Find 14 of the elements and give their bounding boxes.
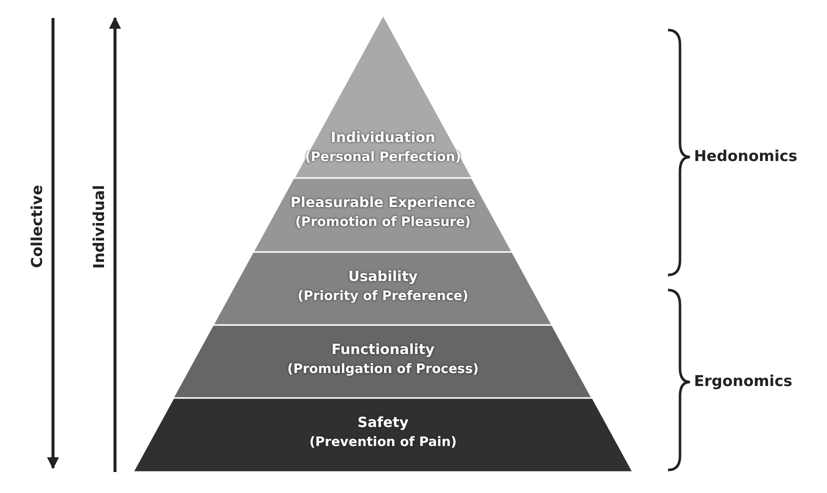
layer-title: Pleasurable Experience bbox=[290, 195, 476, 211]
layer-title: Functionality bbox=[331, 342, 434, 358]
layer-subtitle: (Personal Perfection) bbox=[304, 150, 462, 165]
layer-title: Usability bbox=[348, 268, 418, 284]
axis-label: Collective bbox=[28, 185, 46, 268]
layer-subtitle: (Priority of Preference) bbox=[298, 288, 468, 304]
layer-subtitle: (Promulgation of Process) bbox=[287, 362, 479, 376]
layer-title: Individuation bbox=[330, 130, 436, 146]
group-label: Hedonomics bbox=[694, 147, 798, 165]
layer-subtitle: (Promotion of Pleasure) bbox=[295, 215, 471, 230]
group-label: Ergonomics bbox=[694, 372, 792, 390]
layer-title: Safety bbox=[358, 415, 408, 431]
layer-subtitle: (Prevention of Pain) bbox=[309, 435, 457, 450]
axis-label: Individual bbox=[90, 185, 108, 269]
